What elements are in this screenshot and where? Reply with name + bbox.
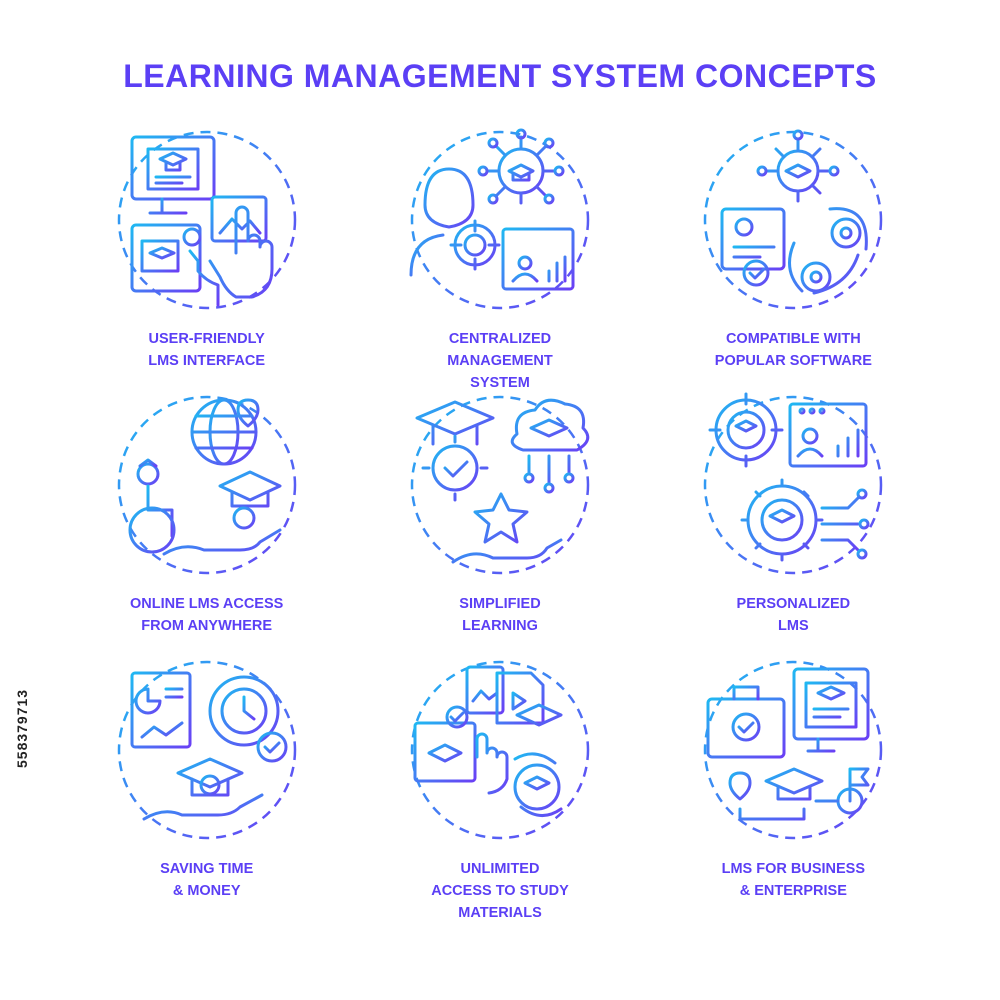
page-title: LEARNING MANAGEMENT SYSTEM CONCEPTS	[123, 58, 877, 94]
concept-card: COMPATIBLE WITH POPULAR SOFTWARE	[647, 120, 940, 385]
online-access-icon	[112, 390, 302, 580]
concept-label: PERSONALIZED LMS	[736, 596, 851, 634]
concept-card: ONLINE LMS ACCESS FROM ANYWHERE	[60, 385, 353, 650]
business-enterprise-icon	[698, 655, 888, 845]
concept-label: UNLIMITED ACCESS TO STUDY MATERIALS	[431, 861, 569, 921]
stock-id: 558379713	[14, 688, 30, 768]
concept-card: LMS FOR BUSINESS & ENTERPRISE	[647, 650, 940, 950]
concept-card: CENTRALIZED MANAGEMENT SYSTEM	[353, 120, 646, 391]
concept-label: CENTRALIZED MANAGEMENT SYSTEM	[447, 331, 553, 391]
compatible-software-icon	[698, 125, 888, 315]
saving-time-money-icon	[112, 655, 302, 845]
concept-card: PERSONALIZED LMS	[647, 385, 940, 650]
concept-card: SIMPLIFIED LEARNING	[353, 385, 646, 650]
concept-label: SAVING TIME & MONEY	[160, 861, 254, 899]
concept-label: USER-FRIENDLY LMS INTERFACE	[148, 331, 266, 369]
concept-label: LMS FOR BUSINESS & ENTERPRISE	[721, 861, 866, 899]
user-friendly-interface-icon	[112, 125, 302, 315]
concept-label: ONLINE LMS ACCESS FROM ANYWHERE	[129, 596, 284, 634]
concept-label: COMPATIBLE WITH POPULAR SOFTWARE	[714, 331, 872, 369]
centralized-management-icon	[405, 125, 595, 315]
concept-card: USER-FRIENDLY LMS INTERFACE	[60, 120, 353, 385]
personalized-lms-icon	[698, 390, 888, 580]
simplified-learning-icon	[405, 390, 595, 580]
concept-grid: USER-FRIENDLY LMS INTERFACE	[60, 120, 940, 950]
concept-card: SAVING TIME & MONEY	[60, 650, 353, 950]
study-materials-icon	[405, 655, 595, 845]
concept-label: SIMPLIFIED LEARNING	[459, 596, 541, 634]
concept-card: UNLIMITED ACCESS TO STUDY MATERIALS	[353, 650, 646, 950]
